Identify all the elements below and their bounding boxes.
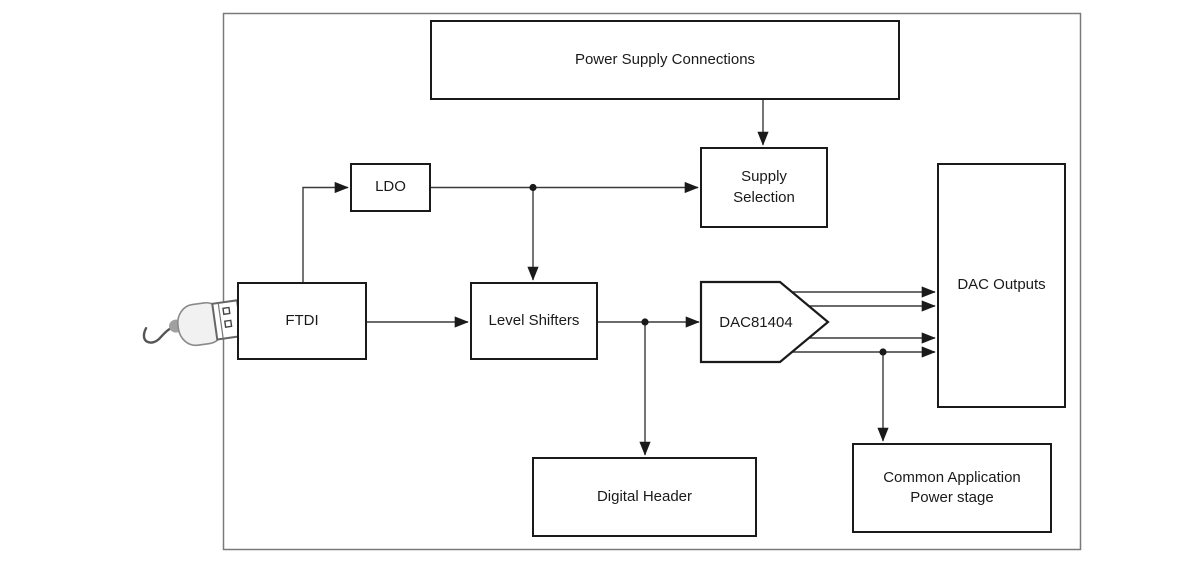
- block-ldo: LDO: [350, 163, 431, 212]
- dac81404-block-shape: [699, 280, 830, 364]
- usb-contact-hole: [224, 319, 233, 328]
- board-outline: [222, 12, 1082, 551]
- junction-dot: [879, 348, 887, 356]
- block-ftdi: FTDI: [237, 282, 367, 360]
- block-common-application-power-stage: Common Application Power stage: [852, 443, 1052, 533]
- block-dac-outputs: DAC Outputs: [937, 163, 1066, 408]
- junction-dots: [529, 183, 887, 356]
- connector-line: [302, 181, 349, 282]
- block-supply-selection: Supply Selection: [700, 147, 828, 228]
- usb-plug-icon: [142, 299, 244, 347]
- block-label: DAC Outputs: [957, 276, 1046, 294]
- block-level-shifters: Level Shifters: [470, 282, 598, 360]
- block-label: Common Application Power stage: [883, 468, 1021, 506]
- junction-dot: [529, 183, 537, 192]
- junction-dot: [641, 318, 649, 326]
- block-label: LDO: [375, 178, 406, 196]
- usb-connector-flange: [217, 302, 224, 339]
- block-label: Supply Selection: [733, 168, 795, 206]
- block-label: FTDI: [285, 311, 319, 329]
- usb-contact-hole: [222, 306, 231, 316]
- connector-lines: [302, 100, 936, 456]
- block-label: Power Supply Connections: [574, 50, 756, 68]
- block-power-supply-connections: Power Supply Connections: [430, 20, 900, 100]
- block-label: Digital Header: [596, 487, 693, 505]
- block-label: Level Shifters: [488, 311, 580, 329]
- usb-cable: [142, 326, 174, 344]
- block-digital-header: Digital Header: [532, 457, 757, 537]
